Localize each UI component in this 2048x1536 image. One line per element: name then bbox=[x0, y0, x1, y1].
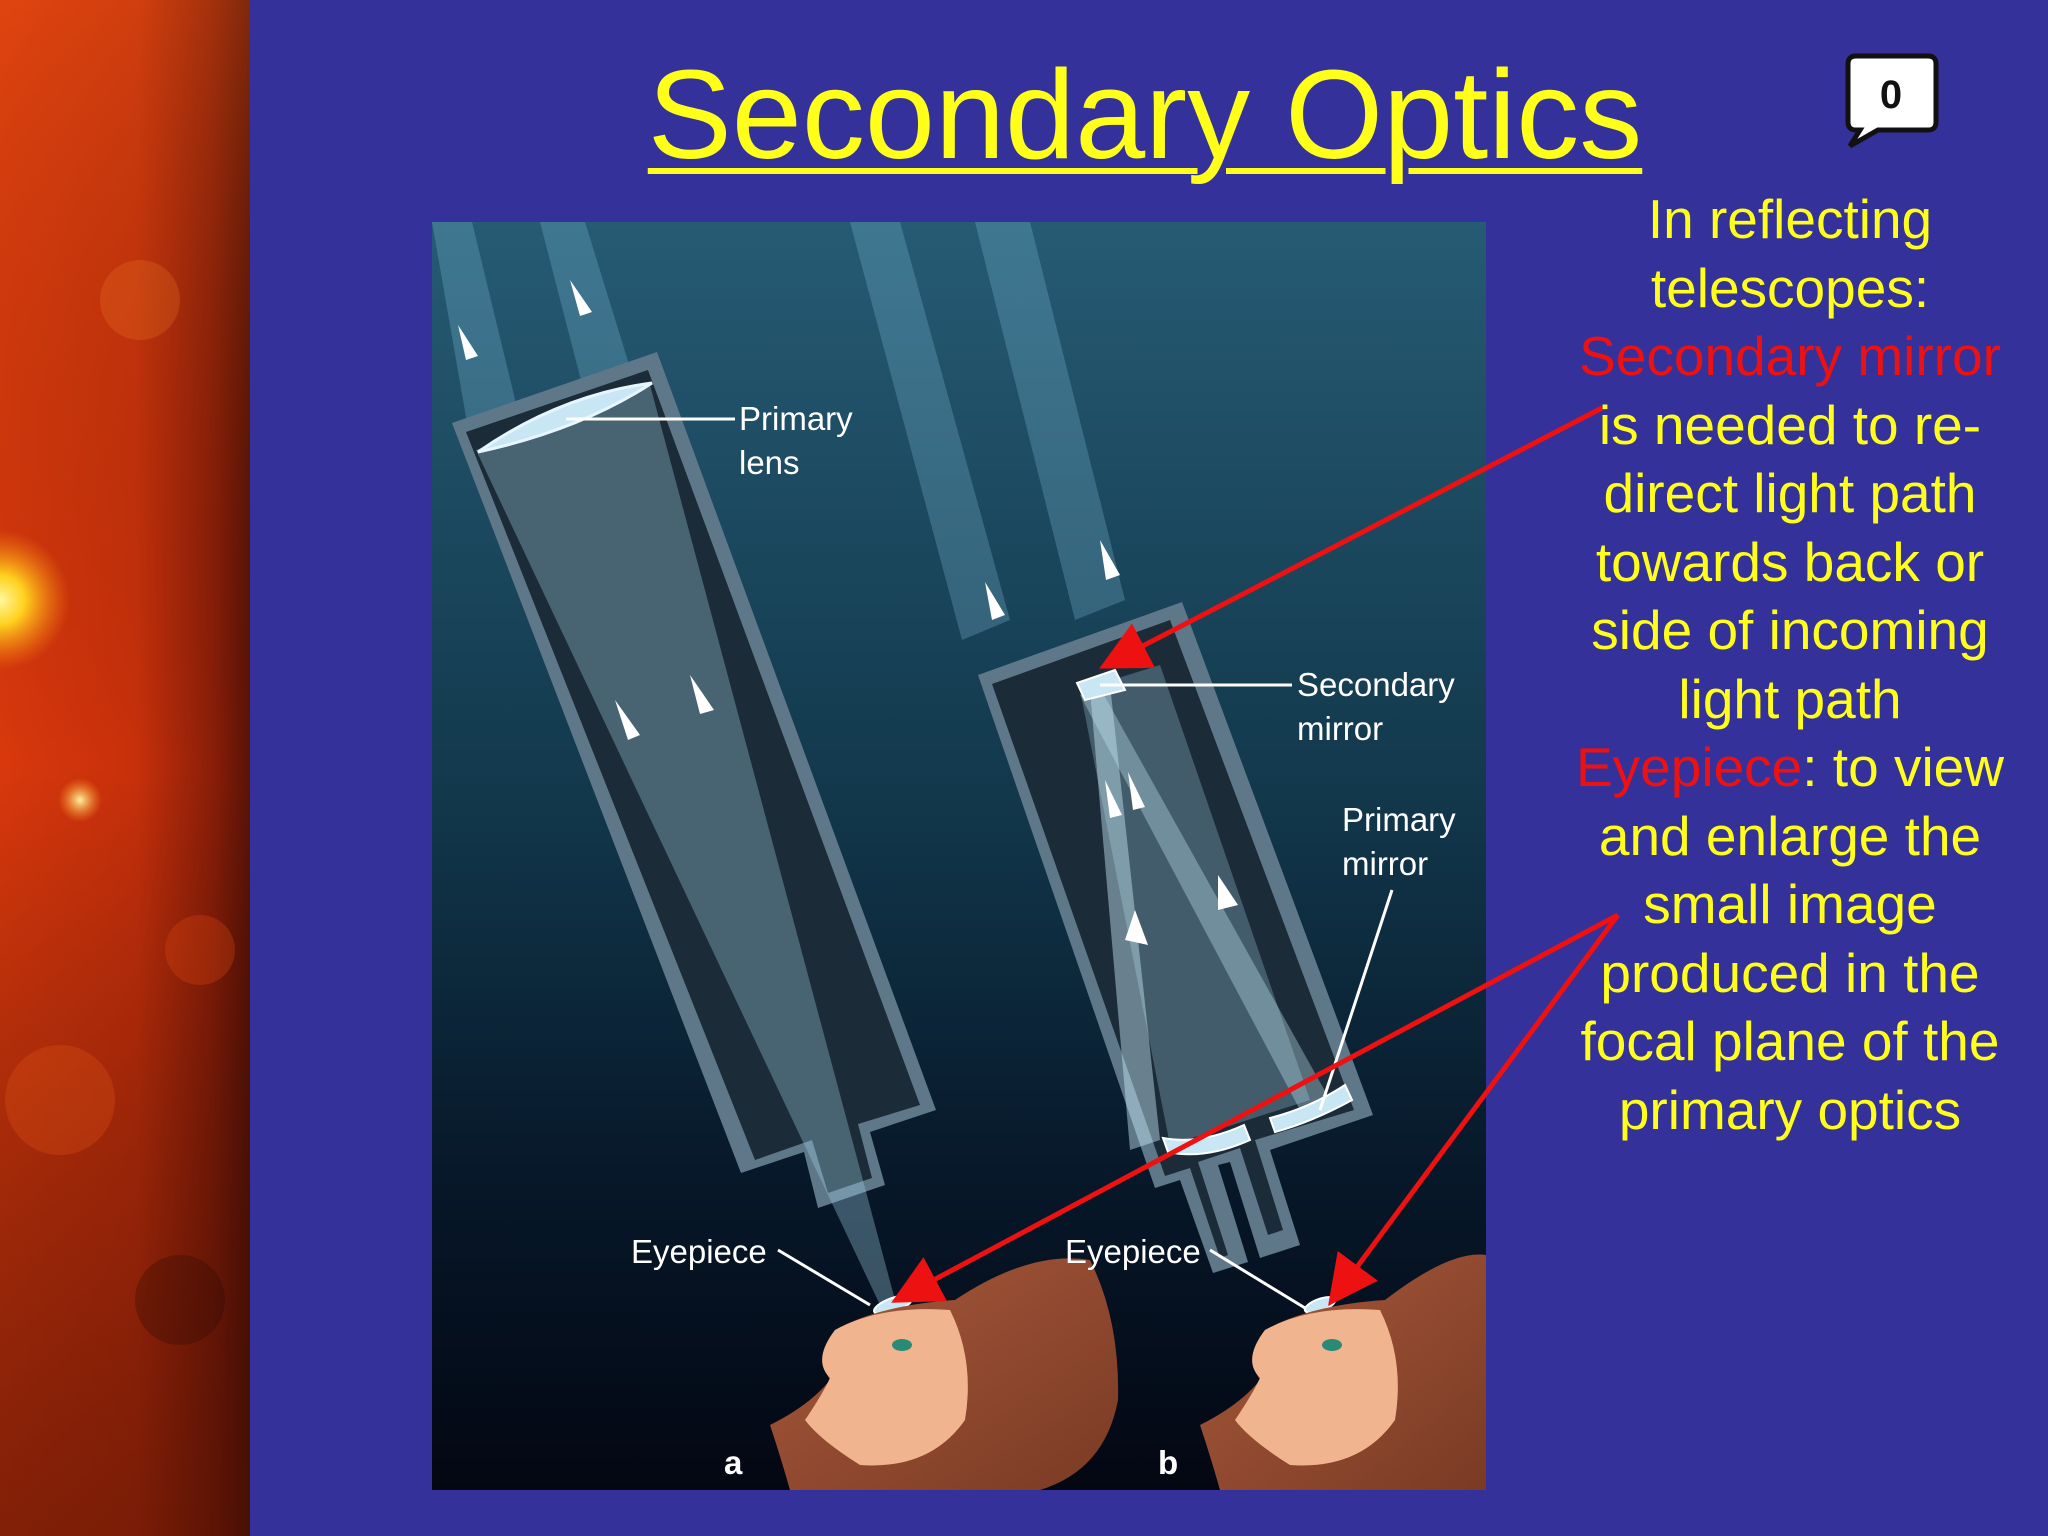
secondary-mirror-label-line2: mirror bbox=[1297, 710, 1384, 747]
reflecting-telescope bbox=[850, 222, 1394, 1314]
slide-title: Secondary Optics bbox=[647, 44, 1643, 185]
comment-count[interactable]: 0 bbox=[1879, 73, 1903, 117]
secondary-mirror-description: is needed to re-direct light path toward… bbox=[1591, 393, 1989, 730]
eyepiece-explanation: Eyepiece: to view and enlarge the small … bbox=[1560, 733, 2020, 1144]
secondary-mirror-term: Secondary mirror bbox=[1579, 325, 2001, 387]
explanation-text: In reflecting telescopes: Secondary mirr… bbox=[1560, 185, 2020, 1144]
primary-lens-label: Primary lens bbox=[739, 397, 853, 485]
secondary-mirror-label: Secondary mirror bbox=[1297, 663, 1455, 751]
primary-mirror-label-line2: mirror bbox=[1342, 845, 1429, 882]
primary-mirror-label-line1: Primary bbox=[1342, 801, 1456, 838]
panel-b-label: b bbox=[1158, 1444, 1179, 1481]
eyepiece-a-label: Eyepiece bbox=[631, 1233, 767, 1270]
comment-icon[interactable] bbox=[1845, 53, 1939, 149]
refracting-telescope bbox=[432, 222, 936, 1316]
intro-text: In reflecting telescopes: bbox=[1647, 188, 1933, 319]
nebula-background-image bbox=[0, 0, 250, 1536]
eyepiece-description: : to view and enlarge the small image pr… bbox=[1580, 736, 2004, 1141]
figure-panel bbox=[432, 222, 1486, 1490]
viewer-head-b bbox=[1200, 1254, 1486, 1490]
eyepiece-a-arrow bbox=[891, 912, 1620, 1303]
primary-mirror-label: Primary mirror bbox=[1342, 798, 1456, 886]
secondary-mirror-explanation: In reflecting telescopes: Secondary mirr… bbox=[1560, 185, 2020, 733]
primary-lens-label-line1: Primary bbox=[739, 400, 853, 437]
primary-mirror-leader bbox=[1318, 889, 1394, 1111]
eyepiece-term: Eyepiece bbox=[1575, 736, 1803, 798]
viewer-head-a bbox=[770, 1258, 1119, 1490]
annotation-arrows bbox=[891, 405, 1621, 1307]
eyepiece-b-arrow bbox=[1328, 913, 1621, 1307]
secondary-mirror-label-line1: Secondary bbox=[1297, 666, 1455, 703]
eyepiece-a-leader bbox=[777, 1248, 871, 1307]
eyepiece-b-label: Eyepiece bbox=[1065, 1233, 1201, 1270]
secondary-mirror-arrow bbox=[1099, 405, 1604, 669]
eyepiece-b-leader bbox=[1209, 1248, 1306, 1310]
primary-lens-label-line2: lens bbox=[739, 444, 800, 481]
panel-a-label: a bbox=[724, 1444, 743, 1481]
